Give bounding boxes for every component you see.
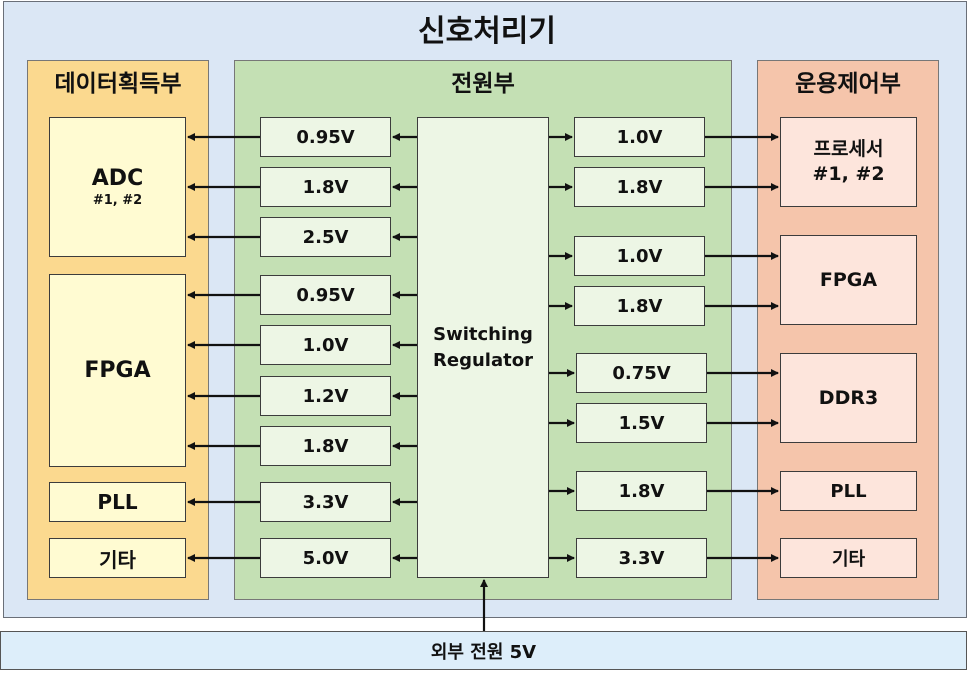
pll-right-label: PLL xyxy=(830,480,867,502)
regulator-label-line2: Regulator xyxy=(433,349,533,371)
fpga-left-label: FPGA xyxy=(84,358,151,383)
right-voltage-box: 0.75V xyxy=(576,353,707,393)
left-voltage-box: 1.0V xyxy=(260,325,391,365)
left-voltage-box: 1.2V xyxy=(260,376,391,416)
section-title-data-acquisition: 데이터획득부 xyxy=(54,71,182,97)
processor-block: 프로세서 #1, #2 xyxy=(780,117,917,207)
external-power-block: 외부 전원 5V xyxy=(0,631,967,670)
ddr3-label: DDR3 xyxy=(818,387,879,409)
processor-sub-label: #1, #2 xyxy=(812,163,885,185)
right-voltage-box: 1.8V xyxy=(574,286,705,326)
etc-right-block: 기타 xyxy=(780,538,917,578)
left-voltage-box: 0.95V xyxy=(260,117,391,157)
adc-block: ADC #1, #2 xyxy=(49,117,186,257)
etc-left-block: 기타 xyxy=(49,538,186,578)
left-voltage-box: 1.8V xyxy=(260,426,391,466)
processor-label: 프로세서 xyxy=(813,138,884,161)
ddr3-block: DDR3 xyxy=(780,353,917,443)
etc-right-label: 기타 xyxy=(831,549,866,570)
section-title-power: 전원부 xyxy=(451,71,515,97)
section-title-operation-control: 운용제어부 xyxy=(795,71,901,97)
fpga-left-block: FPGA xyxy=(49,274,186,467)
right-voltage-box: 1.8V xyxy=(574,167,705,207)
right-voltage-box: 1.8V xyxy=(576,471,707,511)
adc-sub-label: #1, #2 xyxy=(92,193,143,208)
external-power-label: 외부 전원 5V xyxy=(430,641,537,663)
adc-label: ADC xyxy=(91,166,144,191)
right-voltage-box: 1.0V xyxy=(574,236,705,276)
right-voltage-box: 1.0V xyxy=(574,117,705,157)
pll-left-label: PLL xyxy=(97,490,138,514)
right-voltage-box: 3.3V xyxy=(576,538,707,578)
left-voltage-box: 0.95V xyxy=(260,275,391,315)
etc-left-label: 기타 xyxy=(99,547,136,572)
left-voltage-box: 1.8V xyxy=(260,167,391,207)
left-voltage-box: 5.0V xyxy=(260,538,391,578)
right-voltage-box: 1.5V xyxy=(576,403,707,443)
fpga-right-block: FPGA xyxy=(780,235,917,325)
left-voltage-box: 2.5V xyxy=(260,217,391,257)
pll-left-block: PLL xyxy=(49,482,186,522)
fpga-right-label: FPGA xyxy=(819,269,878,291)
left-voltage-box: 3.3V xyxy=(260,482,391,522)
regulator-label-line1: Switching xyxy=(433,324,533,346)
diagram-title: 신호처리기 xyxy=(418,14,556,49)
switching-regulator-block: Switching Regulator xyxy=(417,117,549,578)
pll-right-block: PLL xyxy=(780,471,917,511)
